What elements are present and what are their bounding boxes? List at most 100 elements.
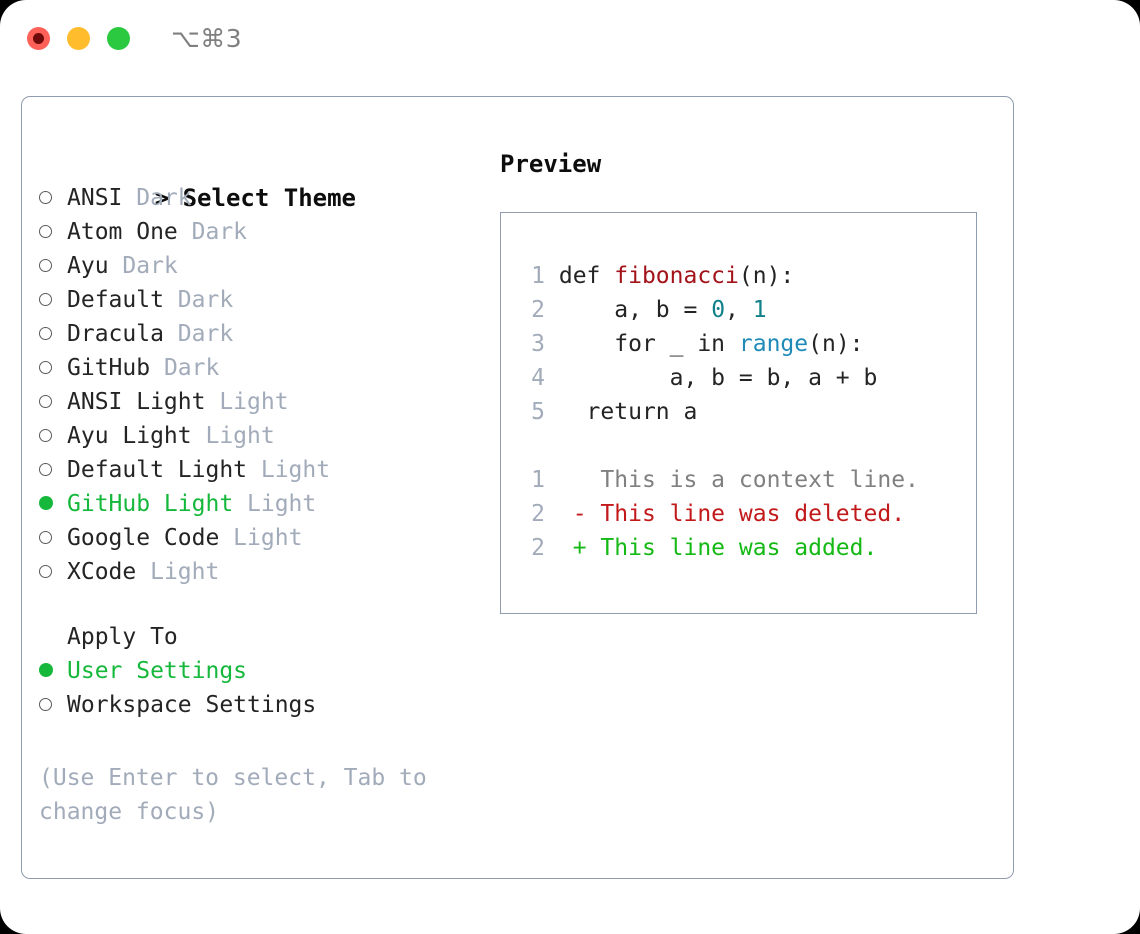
- code-token: for _ in: [558, 331, 739, 357]
- radio-unselected-icon: [39, 463, 52, 476]
- preview-pane: Preview 1 def fibonacci(n):2 a, b = 0, 1…: [500, 147, 1000, 614]
- radio-selected-icon: [39, 496, 53, 510]
- apply-to-marker: [39, 688, 67, 722]
- theme-item-name: Default Light: [67, 457, 248, 483]
- code-line: 5 return a: [519, 395, 976, 429]
- theme-item-name: Ayu: [67, 253, 109, 279]
- diff-text: This line was added.: [600, 535, 878, 561]
- zoom-button[interactable]: [107, 27, 130, 50]
- theme-item-marker: [39, 249, 67, 283]
- radio-unselected-icon: [39, 395, 52, 408]
- diff-line: 2 - This line was deleted.: [519, 497, 976, 531]
- theme-item-kind: Light: [233, 491, 317, 517]
- theme-item-marker: [39, 453, 67, 487]
- code-token: def: [558, 263, 615, 289]
- theme-list-item[interactable]: ANSI Light Light: [39, 385, 499, 419]
- theme-item-name: XCode: [67, 559, 137, 585]
- theme-item-marker: [39, 215, 67, 249]
- diff-line: 2 + This line was added.: [519, 531, 976, 565]
- caret-icon: >: [154, 184, 170, 212]
- code-token: a, b =: [558, 297, 712, 323]
- code-token: (n):: [808, 331, 864, 357]
- theme-list-item[interactable]: ANSI Dark: [39, 181, 499, 215]
- radio-unselected-icon: [39, 259, 52, 272]
- theme-list-item[interactable]: GitHub Dark: [39, 351, 499, 385]
- line-number: 2: [531, 297, 545, 323]
- keyboard-shortcut-label: ⌥⌘3: [171, 24, 243, 53]
- minimize-button[interactable]: [67, 27, 90, 50]
- theme-item-kind: Light: [205, 389, 289, 415]
- theme-list-item[interactable]: XCode Light: [39, 555, 499, 589]
- radio-unselected-icon: [39, 565, 52, 578]
- theme-item-marker: [39, 283, 67, 317]
- diff-text: This line was deleted.: [600, 501, 906, 527]
- recording-indicator-icon: [33, 33, 44, 44]
- diff-sign: [573, 467, 601, 493]
- page-title: Select Theme: [182, 184, 356, 212]
- code-line: 2 a, b = 0, 1: [519, 293, 976, 327]
- code-line: 3 for _ in range(n):: [519, 327, 976, 361]
- theme-item-name: Ayu Light: [67, 423, 192, 449]
- theme-selector-header: > Select Theme: [39, 147, 499, 212]
- code-token: 1: [752, 297, 767, 323]
- code-token: 0: [711, 297, 726, 323]
- radio-unselected-icon: [39, 327, 52, 340]
- theme-item-marker: [39, 351, 67, 385]
- line-number: 3: [531, 331, 545, 357]
- radio-unselected-icon: [39, 293, 52, 306]
- theme-item-marker: [39, 317, 67, 351]
- code-token: fibonacci: [614, 263, 739, 289]
- theme-item-name: ANSI Light: [67, 389, 206, 415]
- theme-item-kind: Light: [247, 457, 331, 483]
- theme-item-name: Atom One: [67, 219, 178, 245]
- theme-item-kind: Light: [219, 525, 303, 551]
- theme-item-kind: Light: [191, 423, 275, 449]
- apply-to-option[interactable]: User Settings: [39, 654, 499, 688]
- theme-list-item[interactable]: Default Dark: [39, 283, 499, 317]
- code-blank-line: [519, 429, 976, 463]
- theme-item-name: Google Code: [67, 525, 220, 551]
- apply-to-marker: [39, 654, 67, 688]
- theme-item-name: GitHub: [67, 355, 151, 381]
- theme-item-marker: [39, 487, 67, 521]
- diff-text: This is a context line.: [600, 467, 919, 493]
- radio-selected-icon: [39, 663, 53, 677]
- apply-to-option[interactable]: Workspace Settings: [39, 688, 499, 722]
- theme-list-item[interactable]: Dracula Dark: [39, 317, 499, 351]
- theme-item-marker: [39, 385, 67, 419]
- diff-lines: 1 This is a context line. 2 - This line w…: [519, 463, 976, 565]
- keyboard-hint-text: (Use Enter to select, Tab to change focu…: [39, 765, 427, 825]
- diff-sign: +: [572, 535, 601, 561]
- theme-list-item[interactable]: Default Light Light: [39, 453, 499, 487]
- theme-list-item[interactable]: Atom One Dark: [39, 215, 499, 249]
- line-number: 5: [531, 399, 545, 425]
- line-number: 1: [531, 263, 545, 289]
- line-number: 2: [531, 535, 545, 561]
- line-number: 1: [531, 467, 545, 493]
- code-token: return a: [558, 399, 698, 425]
- theme-list-item[interactable]: Ayu Light Light: [39, 419, 499, 453]
- titlebar: ⌥⌘3: [0, 0, 1140, 78]
- theme-item-name: Dracula: [67, 321, 164, 347]
- code-token: (n):: [738, 263, 795, 289]
- theme-list-item[interactable]: Google Code Light: [39, 521, 499, 555]
- apply-to-option-label: User Settings: [67, 658, 248, 684]
- theme-item-name: GitHub Light: [67, 491, 234, 517]
- code-line: 4 a, b = b, a + b: [519, 361, 976, 395]
- theme-item-name: Default: [67, 287, 164, 313]
- code-token: a, b = b, a + b: [558, 365, 878, 391]
- radio-unselected-icon: [39, 698, 52, 711]
- theme-list-item[interactable]: GitHub Light Light: [39, 487, 499, 521]
- theme-item-kind: Light: [136, 559, 220, 585]
- radio-unselected-icon: [39, 361, 52, 374]
- theme-list-item[interactable]: Ayu Dark: [39, 249, 499, 283]
- theme-item-marker: [39, 555, 67, 589]
- theme-item-name: ANSI: [67, 185, 123, 211]
